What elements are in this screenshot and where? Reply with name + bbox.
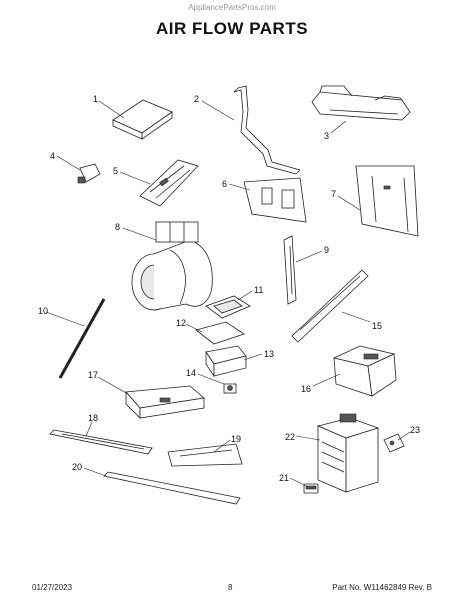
part-11[interactable]: [205, 290, 253, 319]
part-14[interactable]: [197, 373, 237, 394]
callout-9: 9: [324, 245, 329, 255]
part-21[interactable]: [289, 477, 319, 494]
callout-16: 16: [301, 384, 311, 394]
callout-1: 1: [93, 94, 98, 104]
part-5[interactable]: [119, 159, 199, 207]
watermark: AppliancePartsPros.com: [188, 3, 276, 12]
callout-21: 21: [279, 473, 289, 483]
callout-2: 2: [194, 94, 199, 104]
callout-15: 15: [372, 321, 382, 331]
callout-4: 4: [50, 151, 55, 161]
callout-7: 7: [331, 189, 336, 199]
callout-13: 13: [264, 349, 274, 359]
callout-23: 23: [410, 425, 420, 435]
part-10[interactable]: [45, 297, 106, 379]
part-12[interactable]: [185, 321, 245, 345]
part-16[interactable]: [312, 345, 397, 397]
footer-page-number: 8: [228, 583, 233, 592]
callout-22: 22: [285, 432, 295, 442]
part-20[interactable]: [83, 467, 241, 505]
part-15[interactable]: [291, 269, 371, 343]
callout-18: 18: [88, 413, 98, 423]
callout-3: 3: [324, 131, 329, 141]
part-13[interactable]: [205, 345, 263, 378]
page-title: AIR FLOW PARTS: [155, 19, 309, 38]
part-3[interactable]: [311, 85, 411, 134]
callout-17: 17: [88, 370, 98, 380]
part-17[interactable]: [97, 376, 205, 419]
part-2[interactable]: [201, 85, 301, 175]
part-8[interactable]: [122, 221, 213, 311]
part-1[interactable]: [98, 99, 173, 140]
footer-date: 01/27/2023: [32, 583, 73, 592]
callout-20: 20: [72, 462, 82, 472]
part-23[interactable]: [383, 431, 411, 453]
callout-19: 19: [231, 434, 241, 444]
callout-11: 11: [254, 285, 263, 295]
part-4[interactable]: [56, 155, 101, 184]
part-22[interactable]: [295, 413, 380, 493]
part-7[interactable]: [337, 165, 419, 237]
part-9[interactable]: [283, 235, 323, 305]
callout-8: 8: [115, 222, 120, 232]
callout-14: 14: [186, 368, 196, 378]
footer-part-number: Part No. W11462849 Rev. B: [332, 583, 432, 592]
part-6[interactable]: [228, 177, 307, 223]
callout-12: 12: [176, 318, 186, 328]
part-18[interactable]: [49, 421, 153, 455]
part-19[interactable]: [167, 439, 243, 467]
callout-5: 5: [113, 166, 118, 176]
callout-6: 6: [222, 179, 227, 189]
callout-10: 10: [38, 306, 48, 316]
